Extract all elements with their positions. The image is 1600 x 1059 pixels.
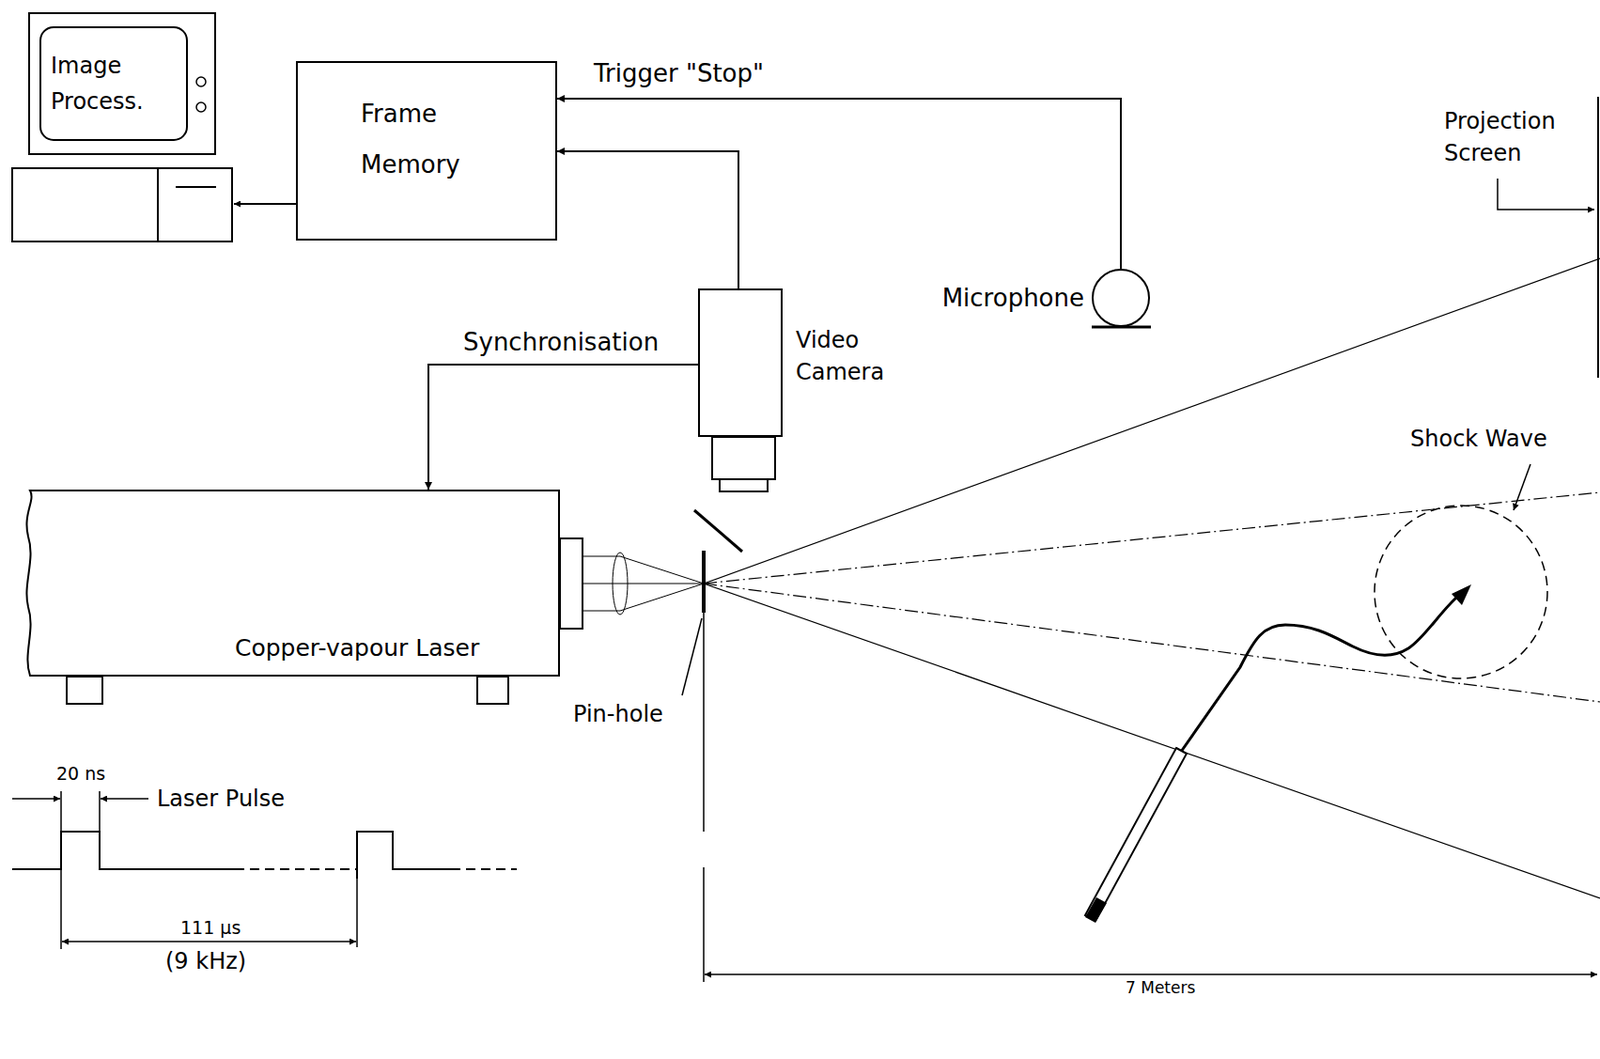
node-label: Frame Memory [360,88,483,190]
leader-line [1513,464,1531,511]
annotation-label: Projection Screen [1442,105,1597,170]
node-label: Copper-vapour Laser [234,633,480,664]
leader-line [1497,178,1595,210]
signal-wire [428,364,699,490]
camera-body: Video Camera [698,288,783,437]
distance-dimension [703,612,1598,982]
monitor: Image Process. [28,12,217,156]
wire-label: Synchronisation [461,326,661,358]
annotation-label: 20 ns [54,762,108,785]
probe-cable [1180,597,1457,752]
annotation-label: Pin-hole [571,699,666,729]
annotation-label: Laser Pulse [155,784,287,813]
signal-wire [557,151,739,289]
pulse-dimensions [12,791,358,949]
data-arrow [233,202,296,205]
laser-parts [66,538,583,704]
probe-end [1085,897,1107,923]
camera-lens [712,436,776,492]
node-outline [28,12,217,156]
probe-handle [1085,747,1187,921]
signal-wire [557,98,1121,269]
node-outline [1372,503,1550,681]
annotation-label: 7 Meters [1123,978,1197,997]
microphone-symbol: Microphone [1091,268,1150,327]
node-outline [1091,268,1150,327]
pin-hole-plate [701,550,706,613]
computer-box [12,168,233,242]
laser-body: Copper-vapour Laser [22,489,560,677]
wire-label: Trigger "Stop" [591,58,766,89]
node-label: Microphone [942,282,1085,313]
shock-wave-circle: Shock Wave [1372,503,1550,681]
node-label: Video Camera [795,324,914,389]
node-label: Shock Wave [1410,424,1548,453]
leader-line [682,618,702,696]
projection-screen [1597,96,1600,378]
laser-beam [582,552,704,615]
probe-tip [1451,584,1472,606]
pulse-train [12,831,517,879]
mirror [694,510,743,552]
process-box: Frame Memory [295,61,558,241]
annotation-label: 111 µs [178,916,243,938]
annotation-label: (9 kHz) [163,947,249,976]
node-label: Image Process. [50,47,178,120]
